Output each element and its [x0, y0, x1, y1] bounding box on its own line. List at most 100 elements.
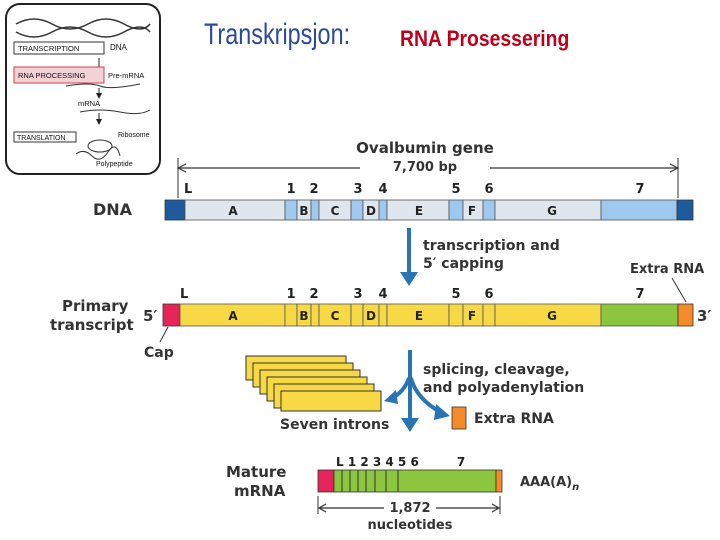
dna-label-7: 7 — [635, 182, 644, 197]
mature-exon-labels: L 1 2 3 4 5 6 — [336, 455, 419, 469]
poly-a-text: AAA(A) — [520, 475, 572, 490]
five-prime-label: 5′ — [143, 307, 157, 325]
pt-label-5: 5 — [451, 287, 460, 302]
step2-line2: and polyadenylation — [423, 380, 584, 396]
pt-intron-label-D: D — [366, 309, 376, 323]
mature-length: 1,872 — [389, 501, 430, 516]
pt-exon-1 — [284, 303, 298, 327]
slide-title: Transkripsjon: RNA Prosessering — [204, 18, 569, 52]
dna-label-1: 1 — [286, 182, 295, 197]
dna-label-5: 5 — [451, 182, 460, 197]
title-main: Transkripsjon: — [204, 18, 351, 51]
pt-cap — [162, 303, 181, 327]
dna-intron-label-F: F — [468, 204, 476, 218]
cap-pointer — [159, 326, 169, 343]
title-sub: RNA Prosessering — [400, 26, 570, 51]
inset-polypeptide: Polypeptide — [96, 161, 133, 168]
row-label-mature-1: Mature — [226, 463, 286, 481]
step1-line2: 5′ capping — [423, 256, 504, 272]
pt-intron-label-F: F — [468, 309, 476, 323]
mature-span-arrow-right — [491, 503, 501, 513]
pt-label-7: 7 — [635, 287, 644, 302]
dna-exon-3 — [350, 199, 364, 221]
cap-label: Cap — [144, 345, 174, 361]
mature-span-arrow-left — [317, 503, 327, 513]
dna-label-4: 4 — [378, 182, 387, 197]
dna-label-6: 6 — [484, 182, 493, 197]
pt-intron-label-G: G — [547, 309, 557, 323]
pt-exon-2 — [310, 303, 320, 327]
extra-rna-pointer — [671, 277, 687, 303]
pt-label-2: 2 — [309, 287, 318, 302]
primary-transcript-bar — [162, 303, 694, 327]
pt-exon-3 — [350, 303, 364, 327]
branch-arrow-left-head — [384, 390, 398, 404]
pt-label-6: 6 — [484, 287, 493, 302]
dna-intron-labels: A B C D E F G — [228, 204, 557, 218]
dna-intron-label-D: D — [366, 204, 376, 218]
pt-intron-labels: A B C D E F G — [228, 309, 557, 323]
dna-exon-6 — [482, 199, 496, 221]
dna-intron-label-E: E — [415, 204, 423, 218]
polypeptide-icon — [75, 146, 121, 160]
row-label-dna: DNA — [93, 200, 133, 219]
intron-card-6 — [280, 390, 382, 412]
inset-ribosome: Ribosome — [118, 132, 150, 139]
dna-label-L: L — [184, 182, 192, 197]
dna-intron-label-A: A — [228, 204, 238, 218]
primary-exon-labels: L 1 2 3 4 5 6 7 — [180, 287, 645, 302]
inset-pre-mrna: Pre-mRNA — [108, 71, 144, 80]
step2-arrow-head — [401, 418, 419, 432]
seven-introns-label: Seven introns — [280, 417, 389, 433]
row-label-primary-2: transcript — [50, 316, 134, 334]
pt-intron-label-A: A — [228, 309, 238, 323]
extra-rna-block — [451, 406, 467, 430]
inset-translation: TRANSLATION — [17, 135, 66, 142]
dna-exon-2 — [310, 199, 320, 221]
dna-label-2: 2 — [309, 182, 318, 197]
gene-name: Ovalbumin gene — [356, 139, 494, 157]
dna-intron-label-B: B — [299, 204, 308, 218]
dna-exon-5 — [448, 199, 464, 221]
pre-mrna-strand-icon — [65, 83, 141, 89]
seven-introns-stack — [245, 355, 382, 412]
dna-intron-label-G: G — [547, 204, 557, 218]
mature-unit: nucleotides — [368, 518, 453, 533]
pt-exon-6 — [482, 303, 496, 327]
transcription-box — [13, 41, 105, 55]
gene-length: 7,700 bp — [393, 160, 457, 175]
rna-processing-box — [13, 66, 105, 84]
translation-box — [13, 131, 77, 143]
step1-line1: transcription and — [423, 238, 560, 254]
dna-exon-4 — [378, 199, 388, 221]
mature-exon-7-label: 7 — [457, 455, 465, 469]
dna-bar — [164, 199, 694, 221]
pt-intron-label-E: E — [415, 309, 423, 323]
poly-a-sub: n — [572, 482, 579, 493]
ribosome-icon — [87, 139, 113, 153]
branch-arrow-right-head — [434, 404, 450, 420]
row-label-primary-1: Primary — [62, 297, 129, 315]
dna-exon-7 — [600, 199, 678, 221]
inset-rna-processing: RNA PROCESSING — [18, 71, 86, 80]
extra-rna-top: Extra RNA — [630, 262, 704, 277]
inset-dna: DNA — [110, 43, 128, 52]
inset-mrna: mRNA — [78, 99, 100, 108]
dna-end-right — [676, 199, 694, 221]
step1-arrow-head — [400, 272, 418, 286]
pt-exon-7 — [600, 303, 679, 327]
pt-label-1: 1 — [286, 287, 295, 302]
pt-label-3: 3 — [353, 287, 362, 302]
three-prime-label: 3′ — [697, 307, 711, 325]
dna-helix-strand-icon — [15, 26, 151, 38]
row-label-mature-2: mRNA — [234, 482, 286, 500]
mrna-strand-icon — [79, 109, 151, 115]
dna-intron-label-C: C — [331, 204, 340, 218]
dna-exon-1 — [284, 199, 298, 221]
poly-a-label: AAA(A)n — [520, 475, 579, 493]
pt-exon-4 — [378, 303, 388, 327]
poly-a-tail — [495, 469, 503, 493]
dna-end-left — [164, 199, 186, 221]
dna-exon-labels: L 1 2 3 4 5 6 7 — [184, 182, 645, 197]
